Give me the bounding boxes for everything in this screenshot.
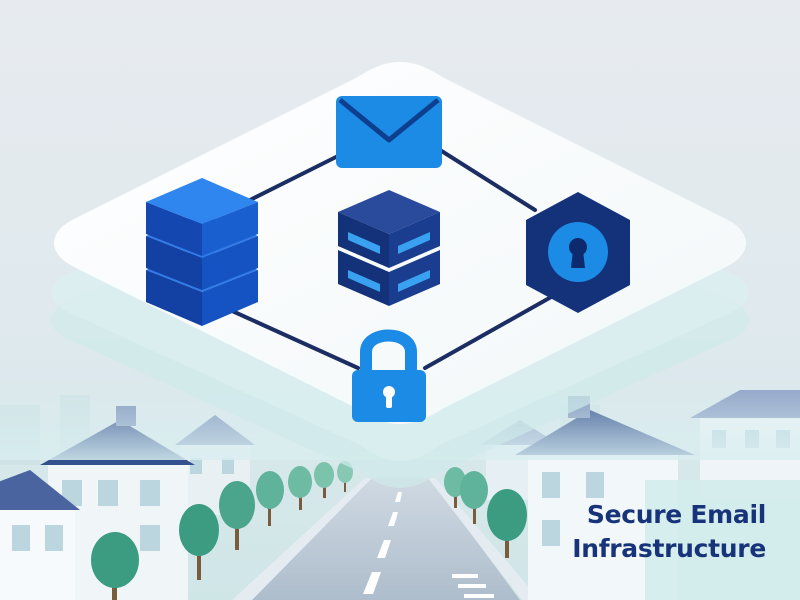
email-envelope-icon [336, 96, 442, 168]
street-trees [91, 461, 527, 600]
server-icon [338, 190, 440, 306]
tree-icon [91, 532, 139, 600]
tree-icon [256, 471, 284, 526]
tree-icon [288, 466, 312, 510]
caption-title: Secure Email Infrastructure [536, 498, 766, 566]
network-connectors [228, 148, 562, 370]
caption-line-1: Secure Email [586, 500, 766, 529]
road-lane-markings [363, 492, 494, 598]
database-stack-icon [146, 178, 258, 326]
caption-line-2: Infrastructure [572, 534, 766, 563]
tree-icon [487, 489, 527, 558]
caption-panel [645, 480, 800, 600]
tree-icon [314, 462, 334, 498]
tree-icon [179, 504, 219, 580]
tree-icon [460, 471, 488, 524]
padlock-icon [352, 329, 426, 422]
security-shield-icon [526, 192, 630, 313]
street-road [232, 478, 540, 600]
tree-icon [219, 481, 255, 550]
